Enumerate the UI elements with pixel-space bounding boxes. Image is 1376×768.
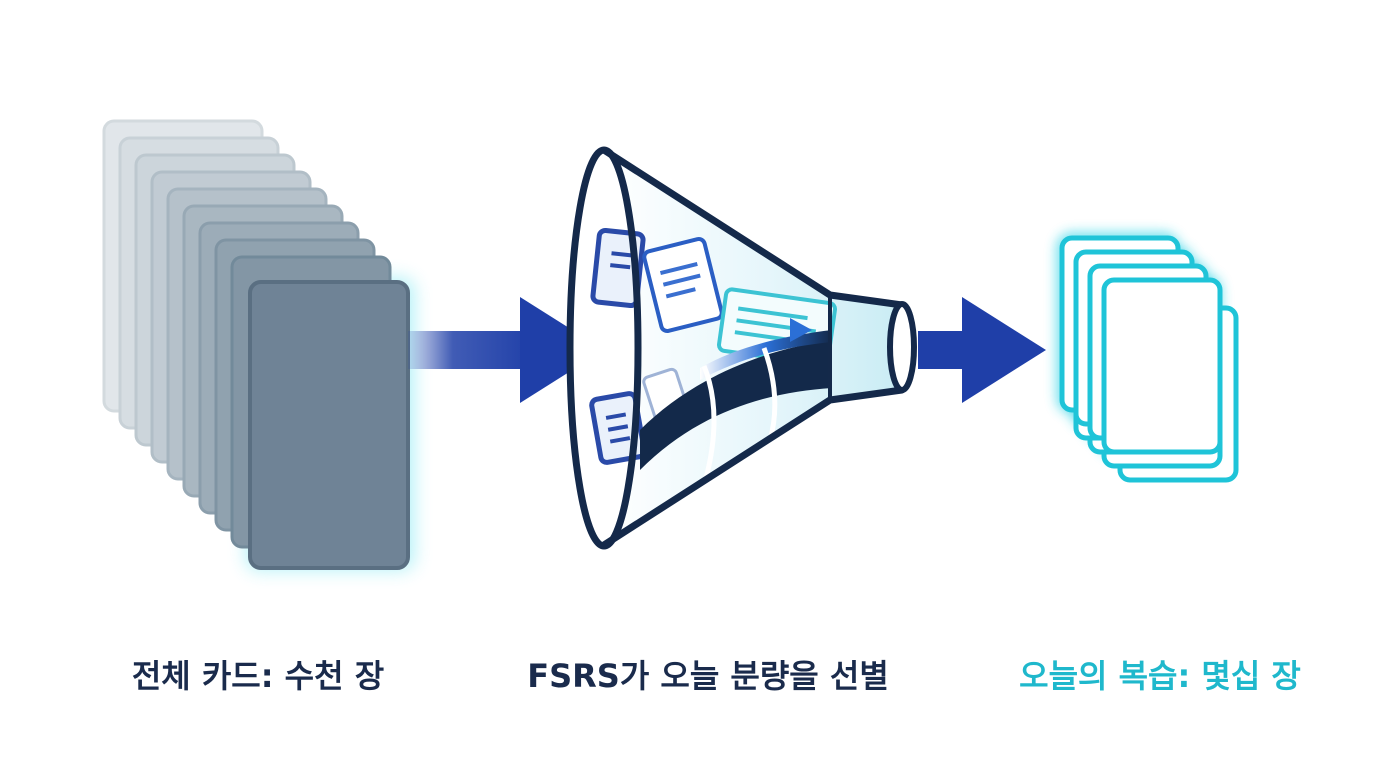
ribbon-icon bbox=[640, 318, 832, 479]
glowing-card-stack-icon bbox=[1057, 233, 1239, 483]
card-stack-icon bbox=[102, 119, 414, 570]
arrow-right-icon bbox=[918, 297, 1046, 403]
card-icon bbox=[642, 236, 724, 334]
funnel-icon bbox=[566, 146, 917, 550]
arrow-right-icon bbox=[408, 297, 604, 403]
caption-all-cards: 전체 카드: 수천 장 bbox=[131, 657, 385, 695]
caption-fsrs-select: FSRS가 오늘 분량을 선별 bbox=[527, 657, 889, 695]
caption-today-review: 오늘의 복습: 몇십 장 bbox=[1019, 657, 1301, 695]
